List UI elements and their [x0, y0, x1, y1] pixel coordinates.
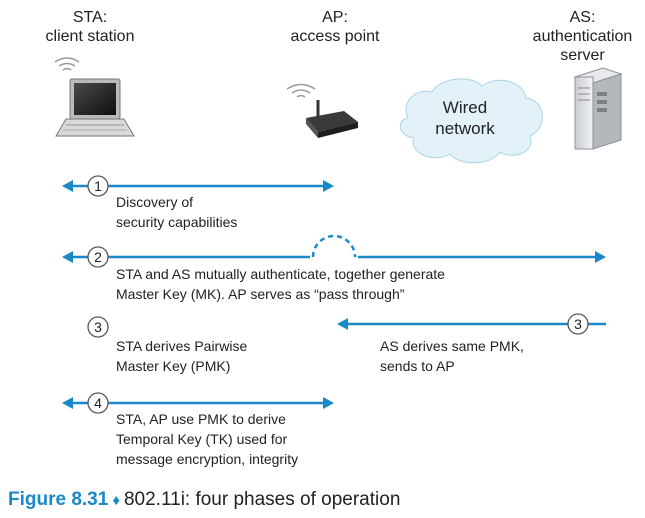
- figure-caption-text: 802.11i: four phases of operation: [123, 489, 401, 510]
- ap-label: AP: access point: [265, 8, 405, 46]
- phase-1-marker: [87, 175, 109, 197]
- phase-3-as-line2: sends to AP: [380, 358, 455, 374]
- phase-3-sta-line2: Master Key (PMK): [116, 358, 231, 374]
- phase-1-arrow: [62, 180, 334, 192]
- figure-number: Figure 8.31: [8, 489, 109, 510]
- cloud-label-line1: Wired: [442, 98, 488, 117]
- cloud-label: Wired network: [410, 97, 520, 139]
- phase-4-arrow: [62, 397, 334, 409]
- phase-2-arrow: [62, 234, 606, 263]
- figure-caption: Figure 8.31♦802.11i: four phases of oper…: [8, 488, 400, 513]
- phase-4-number: 4: [94, 395, 102, 411]
- phase-1-text: Discovery of security capabilities: [116, 192, 237, 232]
- sta-label: STA: client station: [20, 8, 160, 46]
- ap-label-line2: access point: [290, 28, 380, 45]
- laptop-icon: [54, 57, 135, 137]
- phase-3-sta-marker: [87, 316, 109, 338]
- access-point-icon: [286, 83, 358, 138]
- as-label-line1: AS:: [569, 9, 596, 26]
- phase-2-line2: Master Key (MK). AP serves as “pass thro…: [116, 286, 405, 302]
- phase-4-line2: Temporal Key (TK) used for: [116, 431, 288, 447]
- phase-3-arrow: [337, 318, 606, 330]
- server-icon: [573, 67, 623, 150]
- phase-4-line3: message encryption, integrity: [116, 451, 299, 467]
- phase-2-number: 2: [94, 249, 102, 265]
- phase-4-marker: [87, 392, 109, 414]
- cloud-label-line2: network: [435, 119, 495, 138]
- phase-3-sta-number: 3: [94, 319, 102, 335]
- wired-network-cloud: [399, 78, 543, 164]
- as-label-line2: authentication: [532, 28, 633, 45]
- phase-3-sta-text: STA derives Pairwise Master Key (PMK): [116, 336, 247, 376]
- phase-4-line1: STA, AP use PMK to derive: [116, 411, 286, 427]
- phase-1-line2: security capabilities: [116, 214, 238, 230]
- ap-label-line1: AP:: [322, 9, 348, 26]
- sta-label-line1: STA:: [72, 9, 108, 26]
- sta-label-line2: client station: [45, 28, 135, 45]
- as-label-line3: server: [560, 47, 605, 64]
- phase-3-as-text: AS derives same PMK, sends to AP: [380, 336, 524, 376]
- phase-3-as-line1: AS derives same PMK,: [380, 338, 524, 354]
- diamond-icon: ♦: [112, 492, 120, 509]
- phase-2-line1: STA and AS mutually authenticate, togeth…: [116, 266, 445, 282]
- as-label: AS: authentication server: [520, 8, 645, 65]
- phase-2-text: STA and AS mutually authenticate, togeth…: [116, 264, 445, 304]
- phase-2-marker: [87, 246, 109, 268]
- phase-3-sta-line1: STA derives Pairwise: [116, 338, 248, 354]
- phase-1-number: 1: [94, 178, 102, 194]
- phase-3-as-number: 3: [574, 316, 582, 332]
- phase-4-text: STA, AP use PMK to derive Temporal Key (…: [116, 409, 298, 469]
- phase-3-as-marker: [567, 313, 589, 335]
- phase-1-line1: Discovery of: [116, 194, 194, 210]
